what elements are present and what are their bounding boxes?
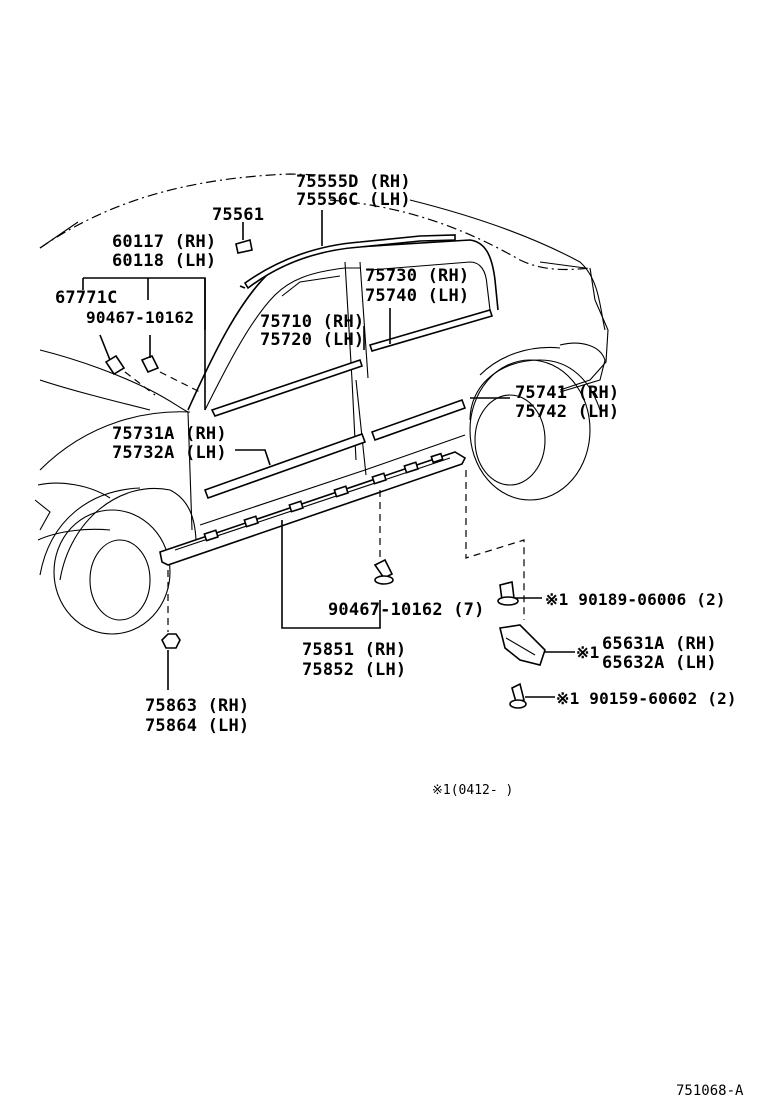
- label-front-belt-lh: 75720 (LH): [260, 330, 365, 350]
- leader-lines: [82, 210, 575, 698]
- label-rocker-rh: 75851 (RH): [302, 640, 407, 660]
- applicability-note: ※1(0412- ): [432, 783, 514, 798]
- label-90467-upper: 90467-10162: [86, 308, 195, 327]
- label-75561: 75561: [212, 205, 265, 225]
- label-rear-door-rh: 75741 (RH): [515, 383, 620, 403]
- label-front-cap-lh: 75864 (LH): [145, 716, 250, 736]
- label-bolt: ※1 90159-60602 (2): [556, 689, 737, 708]
- label-front-door-rh: 75731A (RH): [112, 424, 227, 444]
- label-pillar-lh: 60118 (LH): [112, 251, 217, 271]
- label-rocker-lh: 75852 (LH): [302, 660, 407, 680]
- moldings: [159, 234, 494, 566]
- label-pillar-rh: 60117 (RH): [112, 232, 217, 252]
- label-front-cap-rh: 75863 (RH): [145, 696, 250, 716]
- rocker-clip-bosses: [203, 452, 444, 542]
- label-bracket-lh: 65632A (LH): [602, 653, 717, 673]
- label-67771c: 67771C: [55, 288, 118, 308]
- label-bracket-mark: ※1: [576, 643, 600, 662]
- label-rear-belt-rh: 75730 (RH): [365, 266, 470, 286]
- label-rear-door-lh: 75742 (LH): [515, 402, 620, 422]
- small-parts: [104, 238, 546, 709]
- label-bracket-rh: 65631A (RH): [602, 634, 717, 654]
- label-nut: ※1 90189-06006 (2): [545, 590, 726, 609]
- label-roof-molding-rh: 75555D (RH): [296, 172, 411, 192]
- label-front-belt-rh: 75710 (RH): [260, 312, 365, 332]
- diagram-id: 751068-A: [676, 1083, 744, 1099]
- label-rear-belt-lh: 75740 (LH): [365, 286, 470, 306]
- car-body-outline: [34, 173, 609, 635]
- label-rocker-clip: 90467-10162 (7): [328, 600, 485, 620]
- label-roof-molding-lh: 75556C (LH): [296, 190, 411, 210]
- label-front-door-lh: 75732A (LH): [112, 443, 227, 463]
